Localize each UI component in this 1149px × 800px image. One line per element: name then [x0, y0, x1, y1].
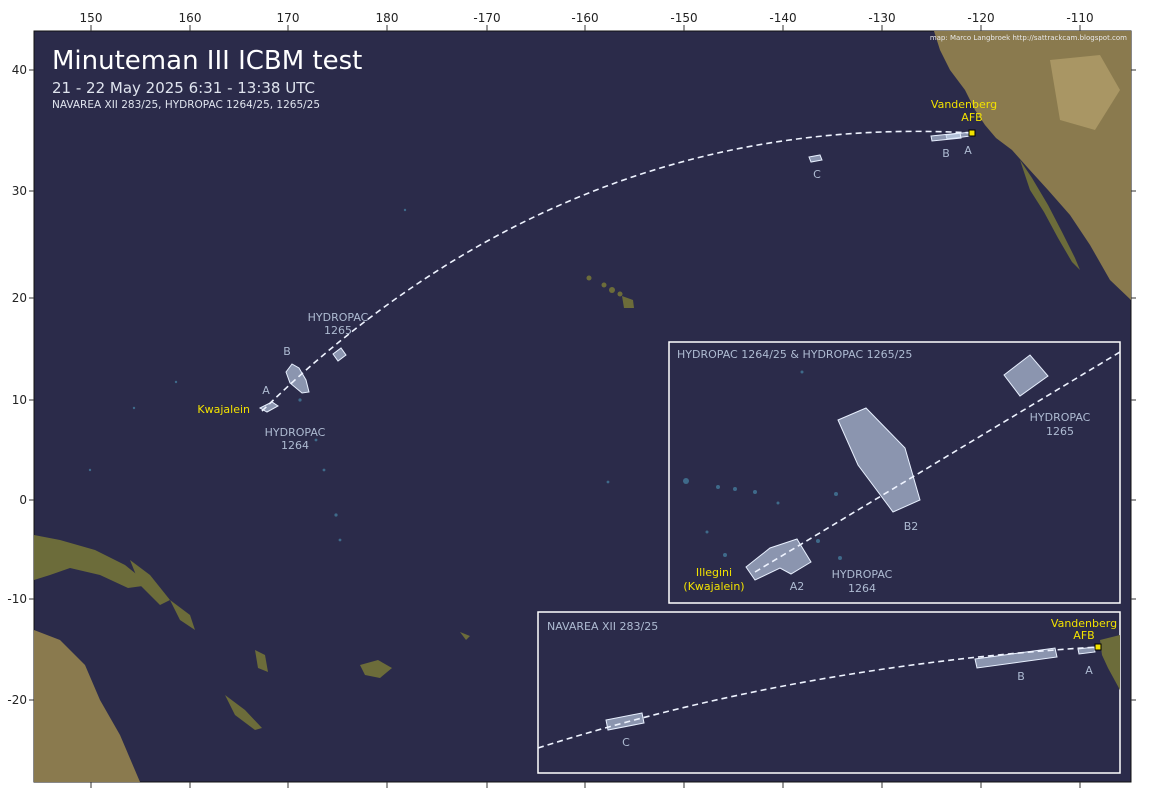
map-subtitle: 21 - 22 May 2025 6:31 - 13:38 UTC	[52, 79, 315, 97]
inset-zone-label-b2: B2	[904, 520, 919, 533]
inset-navarea-coast	[1100, 635, 1120, 690]
inset-hydropac-1265-label-2: 1265	[1046, 425, 1074, 438]
latitude-axis: 40 30 20 10 0 -10 -20	[7, 63, 27, 707]
x-tick-label: -120	[967, 11, 994, 25]
vandenberg-label-2: AFB	[961, 111, 982, 124]
vandenberg-label-1: Vandenberg	[931, 98, 997, 111]
hydropac-1264-label-2: 1264	[281, 439, 309, 452]
zone-label-a-west: A	[262, 384, 270, 397]
x-tick-label: 170	[277, 11, 300, 25]
inset-zone-hydropac-1265	[1003, 354, 1049, 397]
inset-zone-a2	[745, 538, 812, 581]
inset-illegini-label-2: (Kwajalein)	[683, 580, 744, 593]
inset-illegini-label-1: Illegini	[696, 566, 732, 579]
vandenberg-marker	[968, 129, 976, 137]
y-tick-label: 20	[12, 291, 27, 305]
inset-vandenberg-label-2: AFB	[1073, 629, 1094, 642]
inset-hydropac: HYDROPAC 1264/25 & HYDROPAC 1265/25 HYDR…	[668, 341, 1121, 604]
zone-hydropac-1265	[332, 347, 347, 362]
inset-vandenberg-marker	[1094, 643, 1102, 651]
inset-zone-label-a2: A2	[790, 580, 805, 593]
x-tick-label: 150	[80, 11, 103, 25]
hydropac-1265-label-1: HYDROPAC	[308, 311, 369, 324]
x-tick-label: -160	[571, 11, 598, 25]
inset-navarea: NAVAREA XII 283/25 Vandenberg AFB A B C	[537, 611, 1121, 774]
x-tick-label: 180	[376, 11, 399, 25]
y-tick-label: 30	[12, 184, 27, 198]
longitude-axis: 150 160 170 180 -170 -160 -150 -140 -130…	[80, 11, 1094, 25]
zone-b-west	[285, 363, 310, 394]
x-tick-label: 160	[179, 11, 202, 25]
inset-zone-label-c: C	[622, 736, 630, 749]
inset-navarea-title: NAVAREA XII 283/25	[547, 620, 658, 633]
north-america-landmass	[934, 31, 1131, 300]
hydropac-1265-label-2: 1265	[324, 324, 352, 337]
micronesia-reefs	[88, 208, 610, 542]
inset-vandenberg-label-1: Vandenberg	[1051, 617, 1117, 630]
australasia-landmass	[34, 535, 470, 782]
kwajalein-label: Kwajalein	[197, 403, 250, 416]
hawaii-islands	[586, 275, 634, 308]
zone-label-b-east: B	[942, 147, 950, 160]
notice-list: NAVAREA XII 283/25, HYDROPAC 1264/25, 12…	[52, 99, 320, 111]
zone-label-a-east: A	[964, 144, 972, 157]
y-tick-label: -20	[7, 693, 27, 707]
inset-zone-label-a: A	[1085, 664, 1093, 677]
x-tick-label: -170	[473, 11, 500, 25]
main-trajectory	[261, 130, 974, 412]
x-tick-label: -150	[670, 11, 697, 25]
inset-zone-b2	[837, 407, 921, 513]
axis-tick-marks	[29, 25, 1136, 788]
zone-c-east	[808, 154, 823, 163]
y-tick-label: 40	[12, 63, 27, 77]
inset-hydropac-1264-label-2: 1264	[848, 582, 876, 595]
inset-zone-label-b: B	[1017, 670, 1025, 683]
inset-hydropac-1264-label-1: HYDROPAC	[832, 568, 893, 581]
zone-b-east	[930, 132, 962, 142]
map-title: Minuteman III ICBM test	[52, 46, 362, 76]
zone-label-c-east: C	[813, 168, 821, 181]
zone-label-b-west: B	[283, 345, 291, 358]
main-hazard-zones	[258, 131, 972, 413]
x-tick-label: -110	[1066, 11, 1093, 25]
x-tick-label: -140	[769, 11, 796, 25]
main-map-labels: Vandenberg AFB A B C HYDROPAC 1265 B A K…	[197, 98, 997, 452]
y-tick-label: -10	[7, 592, 27, 606]
inset-hydropac-trajectory	[754, 351, 1121, 573]
y-tick-label: 10	[12, 393, 27, 407]
x-tick-label: -130	[868, 11, 895, 25]
y-tick-label: 0	[19, 493, 27, 507]
inset-hydropac-title: HYDROPAC 1264/25 & HYDROPAC 1265/25	[677, 348, 912, 361]
map-credit: map: Marco Langbroek http://sattrackcam.…	[930, 34, 1127, 42]
inset-hydropac-1265-label-1: HYDROPAC	[1030, 411, 1091, 424]
inset-hydropac-reefs	[683, 370, 842, 560]
hydropac-1264-label-1: HYDROPAC	[265, 426, 326, 439]
